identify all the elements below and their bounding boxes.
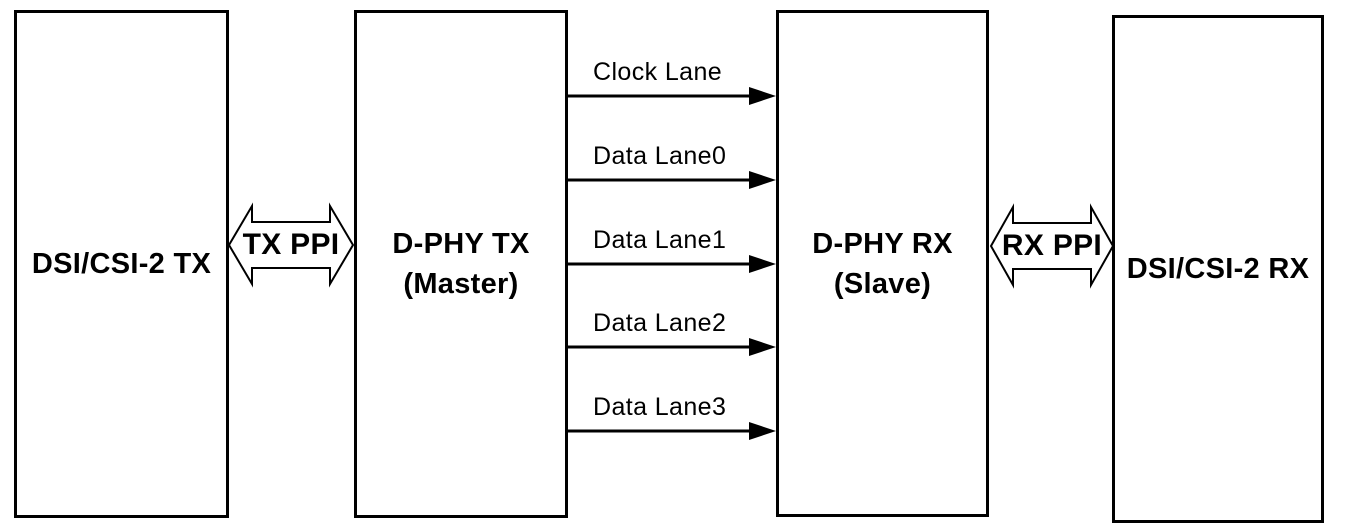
block-dsi-csi2-rx-label: DSI/CSI-2 RX: [1126, 253, 1310, 285]
data-lane3-arrow: [567, 422, 776, 440]
block-dsi-csi2-tx: DSI/CSI-2 TX: [14, 10, 229, 518]
block-dsi-csi2-rx: DSI/CSI-2 RX: [1112, 15, 1324, 523]
rx-ppi-label: RX PPI: [1001, 229, 1103, 262]
block-dphy-rx-label-line2: (Slave): [833, 267, 932, 300]
block-dsi-csi2-tx-label: DSI/CSI-2 TX: [31, 248, 212, 280]
data-lane1-arrow: [567, 255, 776, 273]
block-dphy-rx: D-PHY RX (Slave): [776, 10, 989, 517]
block-dphy-tx: D-PHY TX (Master): [354, 10, 568, 518]
data-lane0-label: Data Lane0: [593, 142, 727, 170]
block-dphy-rx-label-line1: D-PHY RX: [812, 227, 953, 260]
data-lane3-label: Data Lane3: [593, 393, 727, 421]
clock-lane-label: Clock Lane: [593, 58, 723, 86]
data-lane1-label: Data Lane1: [593, 226, 727, 254]
block-dphy-tx-label-line1: D-PHY TX: [392, 228, 530, 260]
data-lane0-arrow: [567, 171, 776, 189]
data-lane2-label: Data Lane2: [593, 309, 727, 337]
tx-ppi-label: TX PPI: [242, 228, 340, 261]
clock-lane-arrow: [567, 87, 776, 105]
block-dphy-tx-label-line2: (Master): [403, 268, 519, 300]
tx-ppi-double-arrow: [227, 202, 355, 288]
data-lane2-arrow: [567, 338, 776, 356]
